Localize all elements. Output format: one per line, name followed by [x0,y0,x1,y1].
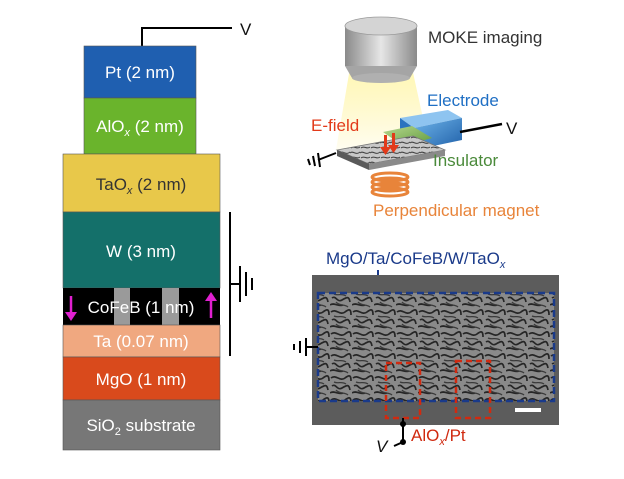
layer-mgo: MgO (1 nm) [62,356,221,401]
magnet-coil-icon [370,171,410,198]
image-electrode-label: AlOx/Pt [411,426,466,448]
layer-pt: Pt (2 nm) [83,45,197,99]
spin-down-arrow-icon [65,296,77,321]
setup-voltage-label: V [506,119,518,138]
magnet-label: Perpendicular magnet [373,201,540,220]
layer-stack: V Pt (2 nm) AlOx (2 nm) TaOx (2 nm) W (3… [62,20,253,451]
efield-arrows-icon [380,133,399,155]
cofeb-domain-1 [114,288,130,325]
layer-pt-label: Pt (2 nm) [105,63,175,82]
electrode-region-2 [454,359,492,420]
objective-lens-icon [344,16,418,83]
cofeb-domain-2 [162,288,179,325]
layer-mgo-label: MgO (1 nm) [96,370,187,389]
layer-cofeb: CoFeB (1 nm) [63,288,220,325]
image-stack-label: MgO/Ta/CoFeB/W/TaOx [326,249,506,271]
layer-sio2-label: SiO2 substrate [86,416,195,438]
layer-taox-label: TaOx (2 nm) [96,175,187,197]
layer-sio2-box [62,399,221,451]
scale-bar [515,408,541,412]
layer-alox-box [83,97,197,155]
stack-voltage-label: V [240,20,252,39]
layer-taox: TaOx (2 nm) [62,153,221,213]
layer-alox-label: AlOx (2 nm) [96,117,184,139]
layer-mgo-box [62,356,221,401]
layer-ta-box [62,324,221,358]
setup-ground-symbol [307,152,337,168]
efield-label: E-field [311,116,359,135]
electrode-label: Electrode [427,91,499,110]
moke-image-domains [318,293,554,401]
sample-plate [335,135,447,170]
layer-ta-label: Ta (0.07 nm) [93,332,188,351]
image-voltage-label: V [376,437,389,456]
layer-pt-box [83,45,197,99]
insulator-label: Insulator [433,151,499,170]
layer-w-label: W (3 nm) [106,242,176,261]
layer-w-box [62,211,221,289]
layer-cofeb-box [63,288,220,325]
layer-alox: AlOx (2 nm) [83,97,197,155]
layer-w: W (3 nm) [62,211,221,289]
moke-imaging-label: MOKE imaging [428,28,542,47]
layer-taox-box [62,153,221,213]
layer-cofeb-label: CoFeB (1 nm) [88,298,195,317]
moke-setup-illustration: MOKE imaging Electrode V [307,16,542,220]
image-electrode-wire [393,418,406,447]
top-wire [141,27,232,46]
stack-ground-symbol [229,212,253,356]
layer-ta: Ta (0.07 nm) [62,324,221,358]
spin-up-arrow-icon [205,292,217,318]
setup-right-wire [459,122,503,134]
image-ground-symbol [293,338,318,356]
layer-sio2: SiO2 substrate [62,399,221,451]
domain-image-panel: MgO/Ta/CoFeB/W/TaOx V AlO [293,249,559,456]
